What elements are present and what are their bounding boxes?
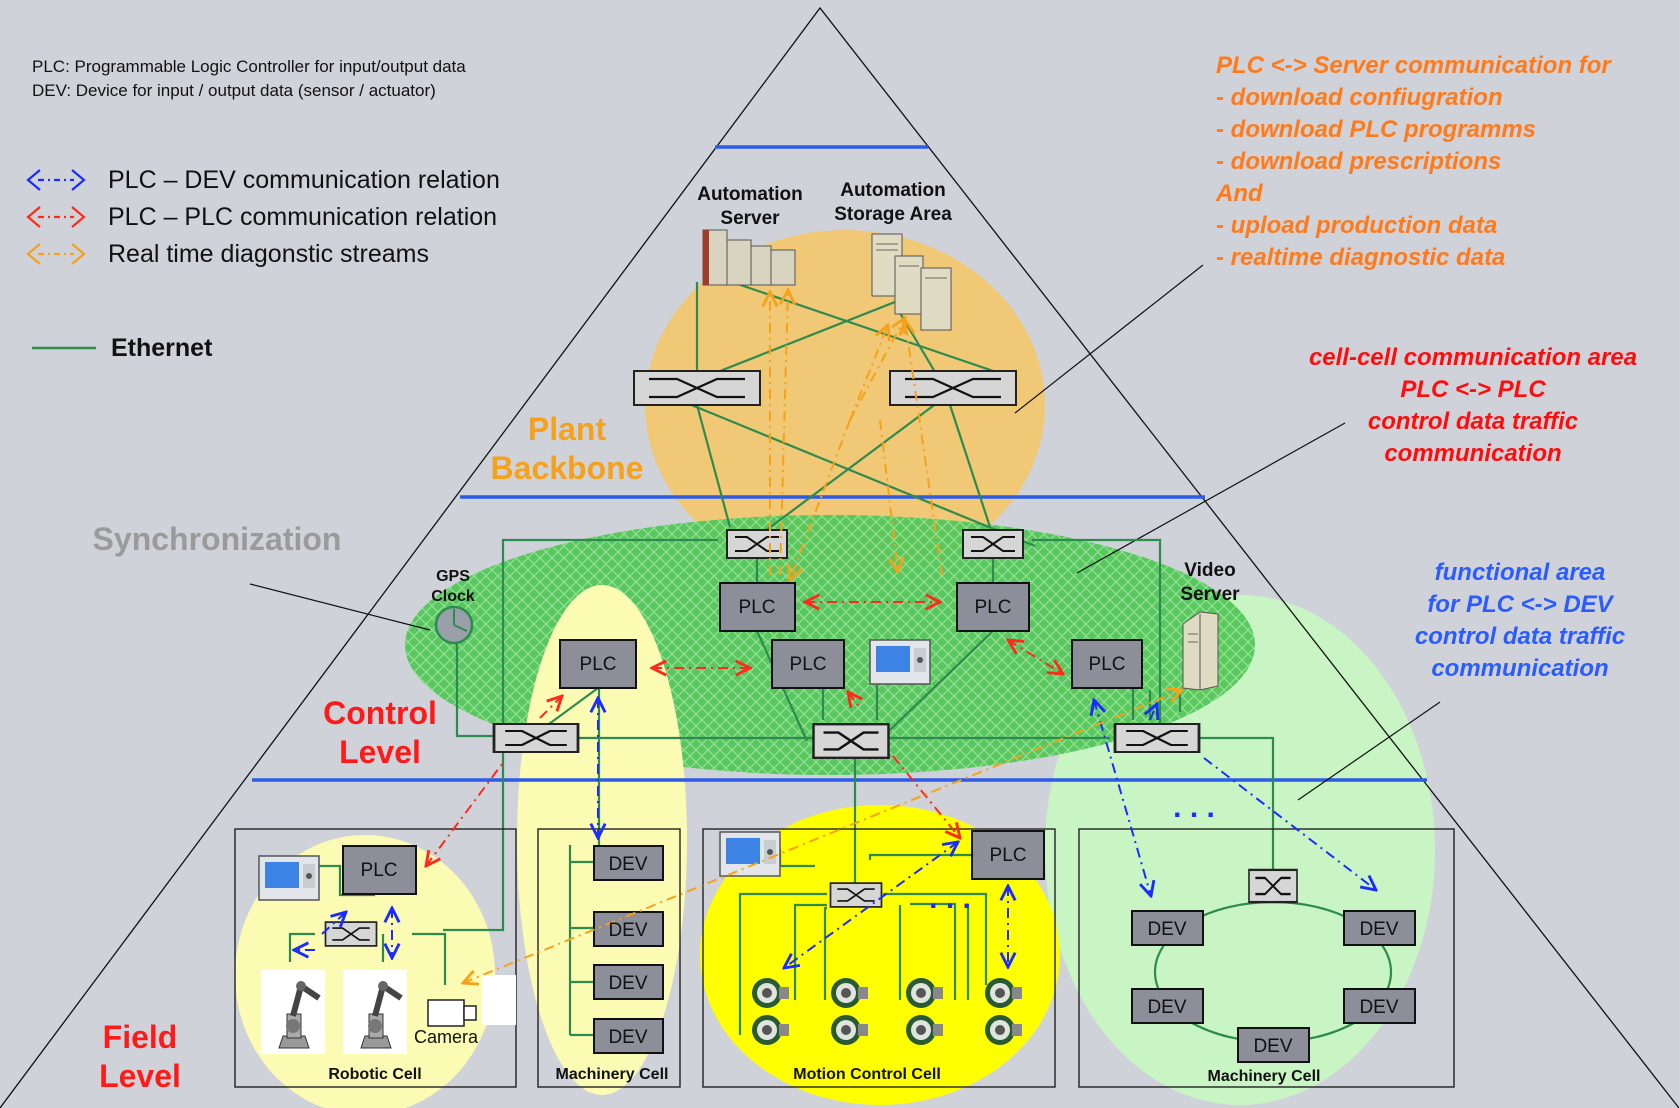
server-comm-note-line: - download PLC programms — [1216, 116, 1536, 143]
dev-label: DEV — [1359, 919, 1398, 940]
automation-server-label-2: Server — [720, 208, 780, 229]
cell-cell-note-line: communication — [1384, 440, 1561, 467]
plc-label: PLC — [361, 860, 398, 881]
legend-ethernet-label: Ethernet — [111, 334, 213, 362]
aggregation-switch-right — [963, 530, 1023, 558]
storage-area-label-2: Storage Area — [834, 204, 952, 225]
automation-server-icon — [703, 230, 795, 285]
hmi-panel-robotic — [259, 856, 319, 900]
control-switch-center — [814, 724, 889, 758]
machinery-cell-1-label: Machinery Cell — [556, 1066, 669, 1083]
synchronization-label: Synchronization — [93, 521, 342, 557]
gps-clock-label-1: GPS — [436, 568, 470, 585]
server-comm-note-line: - download prescriptions — [1216, 148, 1501, 175]
plant-backbone-label-2: Backbone — [491, 450, 644, 486]
control-switch-right — [1115, 724, 1199, 752]
control-level-label-2: Level — [339, 734, 421, 770]
legend-orange-arrow-icon — [28, 244, 84, 264]
gps-clock-label-2: Clock — [431, 588, 475, 605]
legend-blue-arrow-icon — [28, 170, 84, 190]
server-comm-note-line: - realtime diagnostic data — [1216, 244, 1505, 271]
machinery-cell-switch — [1249, 870, 1297, 902]
legend-red-arrow-icon — [28, 207, 84, 227]
dev-label: DEV — [1359, 997, 1398, 1018]
robot-arm-icon-1 — [261, 970, 325, 1054]
field-level-label-2: Level — [99, 1058, 181, 1094]
dev-label: DEV — [1147, 997, 1186, 1018]
hmi-panel-motion — [720, 832, 780, 876]
plc-label: PLC — [739, 597, 776, 618]
machinery-cell-2-label: Machinery Cell — [1208, 1068, 1321, 1085]
functional-note-line: for PLC <-> DEV — [1427, 591, 1614, 618]
backbone-switch-left — [634, 371, 760, 405]
aggregation-switch-left — [727, 530, 787, 558]
control-switch-left — [494, 724, 578, 752]
video-server-label-1: Video — [1184, 560, 1235, 581]
video-server-label-2: Server — [1180, 584, 1240, 605]
plc-label: PLC — [790, 654, 827, 675]
legend-diagnostic-label: Real time diagonstic streams — [108, 240, 429, 268]
control-level-label-1: Control — [323, 695, 437, 731]
dev-label: DEV — [1253, 1036, 1292, 1057]
backbone-switch-right — [890, 371, 1016, 405]
field-level-label-1: Field — [103, 1019, 178, 1055]
cell-cell-note-line: control data traffic — [1368, 408, 1578, 435]
robot-arm-icon-2 — [343, 970, 407, 1054]
server-comm-note-line: And — [1215, 180, 1264, 207]
plc-label: PLC — [1089, 654, 1126, 675]
video-server-icon — [1183, 612, 1218, 690]
cell-cell-note-line: cell-cell communication area — [1309, 344, 1637, 371]
functional-note-line: communication — [1431, 655, 1608, 682]
legend-dev-definition: DEV: Device for input / output data (sen… — [32, 81, 436, 100]
ellipsis-motion: . . . — [929, 882, 971, 915]
robotic-cell-switch — [326, 922, 377, 946]
functional-note-line: control data traffic — [1415, 623, 1625, 650]
hmi-panel-control — [870, 640, 930, 684]
dev-label: DEV — [608, 854, 647, 875]
automation-server-label-1: Automation — [697, 184, 803, 205]
server-comm-note-line: - download confiugration — [1216, 84, 1503, 111]
plc-label: PLC — [580, 654, 617, 675]
gps-clock-icon — [436, 607, 472, 643]
legend-plc-definition: PLC: Programmable Logic Controller for i… — [32, 57, 466, 76]
dev-label: DEV — [608, 1027, 647, 1048]
ellipsis-machinery: . . . — [1173, 791, 1215, 824]
dev-label: DEV — [608, 920, 647, 941]
legend-plc-plc-label: PLC – PLC communication relation — [108, 203, 497, 231]
robotic-cell-label: Robotic Cell — [328, 1066, 421, 1083]
plant-backbone-label-1: Plant — [528, 411, 607, 447]
cell-cell-note-line: PLC <-> PLC — [1400, 376, 1546, 403]
motion-control-cell-label: Motion Control Cell — [793, 1066, 941, 1083]
legend-plc-dev-label: PLC – DEV communication relation — [108, 166, 500, 194]
server-comm-note-line: - upload production data — [1216, 212, 1497, 239]
dev-label: DEV — [608, 973, 647, 994]
camera-label: Camera — [414, 1027, 479, 1047]
server-comm-note-line: PLC <-> Server communication for — [1216, 52, 1612, 79]
dev-label: DEV — [1147, 919, 1186, 940]
plc-label: PLC — [975, 597, 1012, 618]
plc-label: PLC — [990, 845, 1027, 866]
functional-note-line: functional area — [1435, 559, 1606, 586]
storage-area-label-1: Automation — [840, 180, 946, 201]
